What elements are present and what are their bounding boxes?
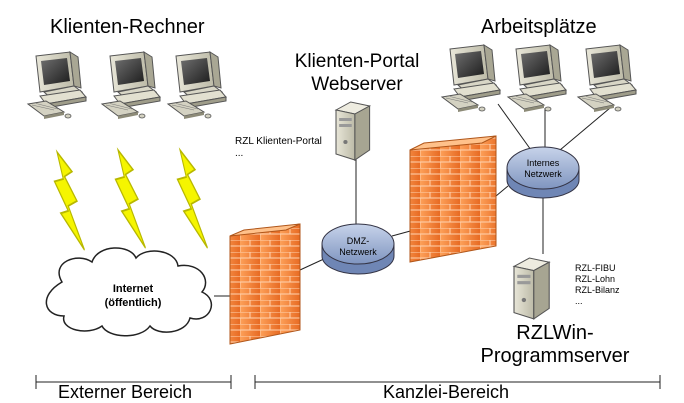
program-list: RZL-FIBU RZL-Lohn RZL-Bilanz ... [575, 263, 620, 307]
connection-lines [214, 103, 611, 297]
program-item: RZL-Lohn [575, 274, 616, 284]
internal-network-label: Internes Netzwerk [515, 158, 571, 180]
firewall-icon [409, 135, 497, 263]
server-icon [513, 257, 550, 320]
dmz-network-label: DMZ- Netzwerk [330, 236, 386, 258]
portal-app-2: ... [235, 148, 244, 159]
internet-label-line1: Internet [112, 283, 154, 295]
lightning-icon [53, 149, 209, 251]
network-hub-icon [506, 146, 580, 199]
portal-title: Klienten-Portal Webserver [282, 50, 432, 96]
dmz-label-line2: Netzwerk [339, 247, 377, 257]
internal-label-line2: Netzwerk [524, 169, 562, 179]
network-hub-icon [321, 223, 395, 275]
external-area-label: Externer Bereich [58, 382, 193, 402]
internal-label-line1: Internes [526, 158, 560, 168]
program-title-line2: Programmserver [480, 345, 630, 367]
portal-app-1: RZL Klienten-Portal [235, 136, 322, 147]
portal-apps: RZL Klienten-Portal ... [235, 136, 322, 160]
portal-title-line2: Webserver [311, 74, 403, 95]
program-item: RZL-FIBU [575, 263, 616, 273]
program-title-line1: RZLWin- [516, 322, 594, 344]
program-item: RZL-Bilanz [575, 285, 620, 295]
portal-title-line1: Klienten-Portal [294, 51, 420, 72]
office-area-label: Kanzlei-Bereich [383, 382, 510, 402]
program-server-title: RZLWin- Programmserver [480, 322, 630, 368]
computer-icon [27, 51, 227, 120]
area-brackets [35, 375, 661, 389]
computer-icon [441, 44, 637, 113]
program-item: ... [575, 296, 583, 306]
workstations-title: Arbeitsplätze [481, 16, 597, 38]
server-icon [335, 101, 371, 161]
firewall-icon [229, 223, 301, 345]
clients-title: Klienten-Rechner [50, 16, 205, 38]
cloud-icon [45, 247, 213, 337]
internet-label-line2: (öffentlich) [104, 297, 162, 309]
dmz-label-line1: DMZ- [346, 236, 370, 246]
internet-label: Internet (öffentlich) [88, 282, 178, 310]
